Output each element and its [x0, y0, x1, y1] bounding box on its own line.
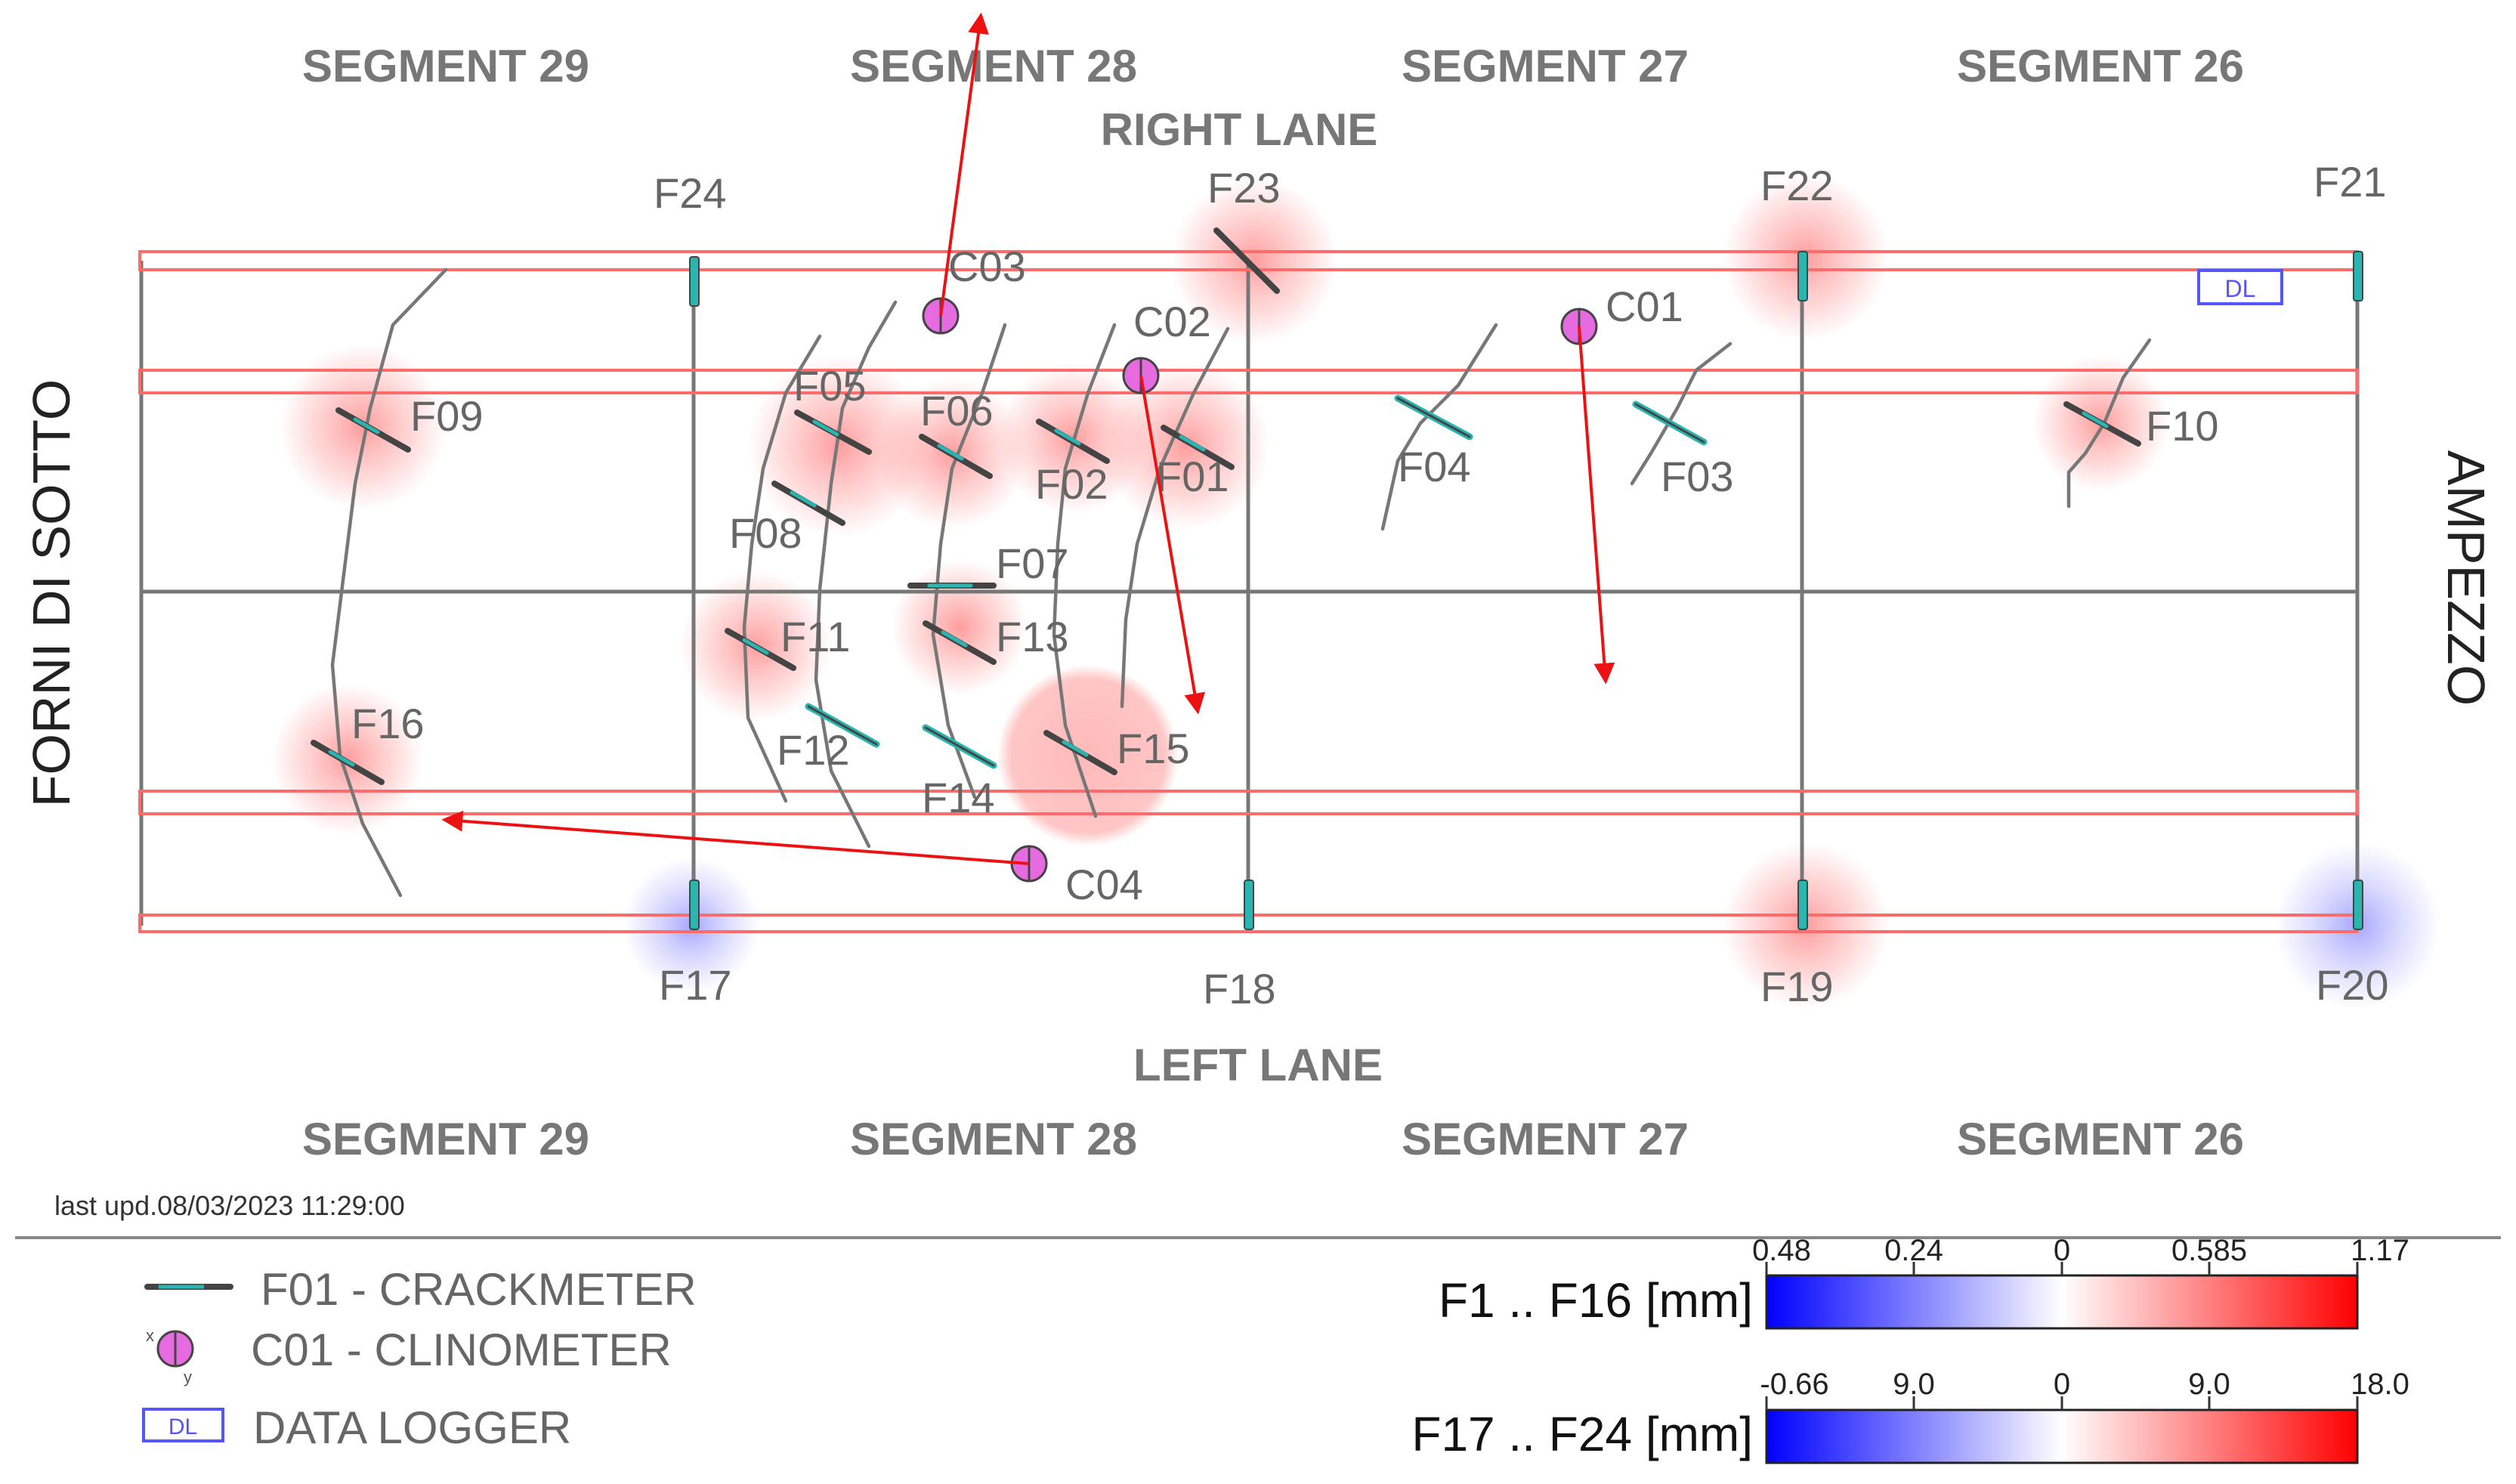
label-F10: F10	[2146, 402, 2219, 450]
segment-27-top: SEGMENT 27	[1402, 41, 1689, 91]
side-label-right: AMPEZZO	[2437, 450, 2496, 706]
legend-crackmeter: F01 - CRACKMETER	[144, 1264, 697, 1315]
legend-data-logger: DL DATA LOGGER	[142, 1402, 571, 1453]
left-lane-label: LEFT LANE	[1133, 1040, 1383, 1090]
clinometer-C01: C01	[1560, 283, 1683, 345]
colorbar-2-gradient	[1765, 1408, 2359, 1464]
legend-clinometer: x y C01 - CLINOMETER	[146, 1325, 672, 1387]
label-F12: F12	[777, 726, 850, 774]
label-F05: F05	[793, 362, 867, 410]
crackmeter-markers	[311, 227, 2363, 930]
colorbar-2-tick-3: 9.0	[2188, 1368, 2230, 1401]
arrow-C02	[1139, 375, 1206, 715]
displacement-arrows	[441, 12, 1615, 865]
label-F08: F08	[729, 509, 802, 557]
label-F16: F16	[351, 700, 425, 747]
colorbar-2-tick-0: -0.66	[1760, 1368, 1828, 1401]
right-lane-label: RIGHT LANE	[1101, 104, 1378, 155]
label-F14: F14	[922, 774, 995, 821]
label-C03: C03	[948, 243, 1026, 290]
segment-26-bottom: SEGMENT 26	[1957, 1114, 2244, 1164]
colorbar-1-tick-4: 1.17	[2351, 1234, 2409, 1267]
label-F09: F09	[410, 392, 484, 440]
label-F07: F07	[996, 539, 1069, 587]
crackmeter-labels: F01 F02 F03 F04 F05 F06 F07 F08 F09 F10 …	[351, 158, 2389, 1013]
legend-clinometer-axis-x: x	[146, 1326, 154, 1345]
label-C02: C02	[1133, 298, 1211, 345]
segment-29-bottom: SEGMENT 29	[302, 1114, 589, 1164]
segment-headers-top: SEGMENT 29 SEGMENT 28 SEGMENT 27 SEGMENT…	[302, 41, 2244, 91]
colorbar-1-tick-2: 0	[2054, 1234, 2070, 1267]
segment-headers-bottom: SEGMENT 29 SEGMENT 28 SEGMENT 27 SEGMENT…	[302, 1114, 2244, 1164]
label-F24: F24	[654, 169, 727, 217]
clinometer-C03: C03	[922, 243, 1026, 335]
crack-lines	[330, 267, 2152, 898]
bridge-frame	[139, 261, 2360, 926]
arrow-C04	[441, 810, 1030, 865]
colorbar-2-label: F17 .. F24 [mm]	[1411, 1407, 1753, 1461]
label-F15: F15	[1117, 725, 1190, 772]
last-update: last upd.08/03/2023 11:29:00	[54, 1190, 405, 1221]
label-F04: F04	[1398, 443, 1471, 490]
label-F02: F02	[1035, 460, 1108, 508]
label-F03: F03	[1661, 453, 1734, 500]
legend: F01 - CRACKMETER x y C01 - CLINOMETER DL…	[142, 1264, 697, 1453]
label-F21: F21	[2314, 158, 2387, 206]
data-logger: DL	[2197, 269, 2283, 305]
label-F20: F20	[2316, 961, 2389, 1009]
colorbar-2-tick-2: 0	[2054, 1368, 2070, 1401]
label-C01: C01	[1606, 283, 1683, 330]
colorbar-f17-f24: F17 .. F24 [mm] -0.66 9.0 0 9.0 18.0	[1411, 1368, 2409, 1464]
label-F11: F11	[780, 613, 850, 660]
data-logger-text: DL	[2225, 275, 2256, 302]
label-F01: F01	[1156, 453, 1229, 500]
legend-clinometer-axis-y: y	[184, 1368, 192, 1387]
legend-data-logger-label: DATA LOGGER	[253, 1402, 571, 1453]
legend-data-logger-icon-text: DL	[168, 1414, 197, 1439]
segment-27-bottom: SEGMENT 27	[1402, 1114, 1689, 1164]
label-F18: F18	[1203, 965, 1276, 1013]
label-C04: C04	[1065, 861, 1143, 908]
label-F17: F17	[659, 961, 732, 1009]
legend-crackmeter-label: F01 - CRACKMETER	[261, 1264, 697, 1315]
colorbar-2-tick-4: 18.0	[2351, 1368, 2409, 1401]
segment-29-top: SEGMENT 29	[302, 41, 589, 91]
label-F06: F06	[920, 387, 994, 434]
colorbar-1-tick-1: 0.24	[1884, 1234, 1943, 1267]
colorbar-1-label: F1 .. F16 [mm]	[1439, 1273, 1753, 1328]
colorbar-1-gradient	[1765, 1274, 2359, 1330]
label-F23: F23	[1207, 164, 1281, 212]
arrow-C03	[939, 12, 989, 317]
side-label-left: FORNI DI SOTTO	[22, 379, 81, 808]
label-F19: F19	[1760, 963, 1834, 1010]
colorbar-2-tick-1: 9.0	[1893, 1368, 1935, 1401]
colorbar-1-tick-3: 0.585	[2171, 1234, 2247, 1267]
colorbar-f1-f16: F1 .. F16 [mm] 0.48 0.24 0 0.585 1.17	[1439, 1234, 2409, 1330]
clinometer-C04: C04	[1010, 845, 1143, 908]
arrow-C01	[1578, 326, 1615, 685]
segment-26-top: SEGMENT 26	[1957, 41, 2244, 91]
label-F22: F22	[1760, 162, 1834, 209]
segment-28-bottom: SEGMENT 28	[850, 1114, 1137, 1164]
segment-28-top: SEGMENT 28	[850, 41, 1137, 91]
legend-clinometer-label: C01 - CLINOMETER	[251, 1325, 672, 1375]
label-F13: F13	[996, 613, 1069, 660]
colorbar-1-tick-0: 0.48	[1752, 1234, 1811, 1267]
